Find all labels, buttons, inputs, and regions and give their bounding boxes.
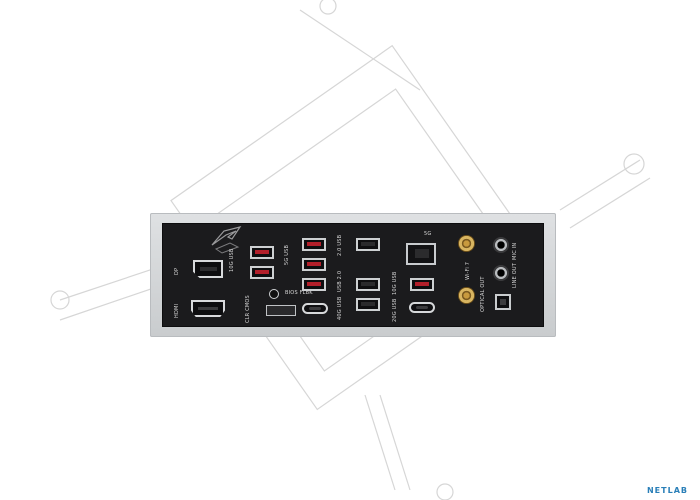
- label-bios: BIOS FLBK: [285, 290, 313, 296]
- usb-a-port-1[interactable]: [250, 246, 274, 259]
- label-usb-1: 10G USB: [229, 248, 235, 273]
- label-spdif: OPTICAL OUT: [480, 276, 486, 312]
- hdmi-port[interactable]: [191, 300, 225, 317]
- optical-out-port[interactable]: [495, 294, 511, 310]
- usb-c-port-2[interactable]: [409, 302, 435, 313]
- watermark-text: NETLAB: [646, 486, 688, 495]
- wifi-antenna-2[interactable]: [458, 287, 475, 304]
- usb-a-port-3[interactable]: [302, 238, 326, 251]
- label-line: LINE OUT: [512, 263, 518, 288]
- line-out-jack[interactable]: [493, 265, 509, 281]
- clear-cmos-port[interactable]: [266, 305, 296, 316]
- usb-a-port-6[interactable]: [356, 238, 380, 251]
- label-usb-5: 10G USB: [392, 271, 398, 296]
- wifi-antenna-1[interactable]: [458, 235, 475, 252]
- label-lan: 5G: [424, 231, 432, 237]
- label-wifi: Wi-Fi 7: [465, 261, 471, 280]
- io-panel: [162, 223, 544, 327]
- rog-logo-icon: [211, 226, 242, 254]
- label-usb-3: USB 2.0: [337, 270, 343, 292]
- label-usb-2: 5G USB: [284, 244, 290, 265]
- usb-a-port-9[interactable]: [410, 278, 434, 291]
- usb-a-port-4[interactable]: [302, 258, 326, 271]
- label-mic: MIC IN: [512, 242, 518, 260]
- mic-in-jack[interactable]: [493, 237, 509, 253]
- displayport-port[interactable]: [193, 260, 223, 278]
- label-dp: DP: [174, 267, 180, 275]
- usb-a-port-8[interactable]: [356, 298, 380, 311]
- netlab-watermark: NETLAB: [647, 486, 688, 495]
- label-usb-6: 40G USB: [337, 296, 343, 321]
- bios-flashback-button[interactable]: [269, 289, 279, 299]
- label-clear: CLR CMOS: [245, 295, 251, 323]
- usb-a-port-7[interactable]: [356, 278, 380, 291]
- label-usb-7: 20G USB: [392, 298, 398, 323]
- ethernet-port[interactable]: [406, 243, 436, 265]
- usb-a-port-2[interactable]: [250, 266, 274, 279]
- usb-a-port-5[interactable]: [302, 278, 326, 291]
- label-hdmi: HDMI: [174, 303, 180, 318]
- usb-c-port-1[interactable]: [302, 303, 328, 314]
- label-usb-4: 2.0 USB: [337, 234, 343, 256]
